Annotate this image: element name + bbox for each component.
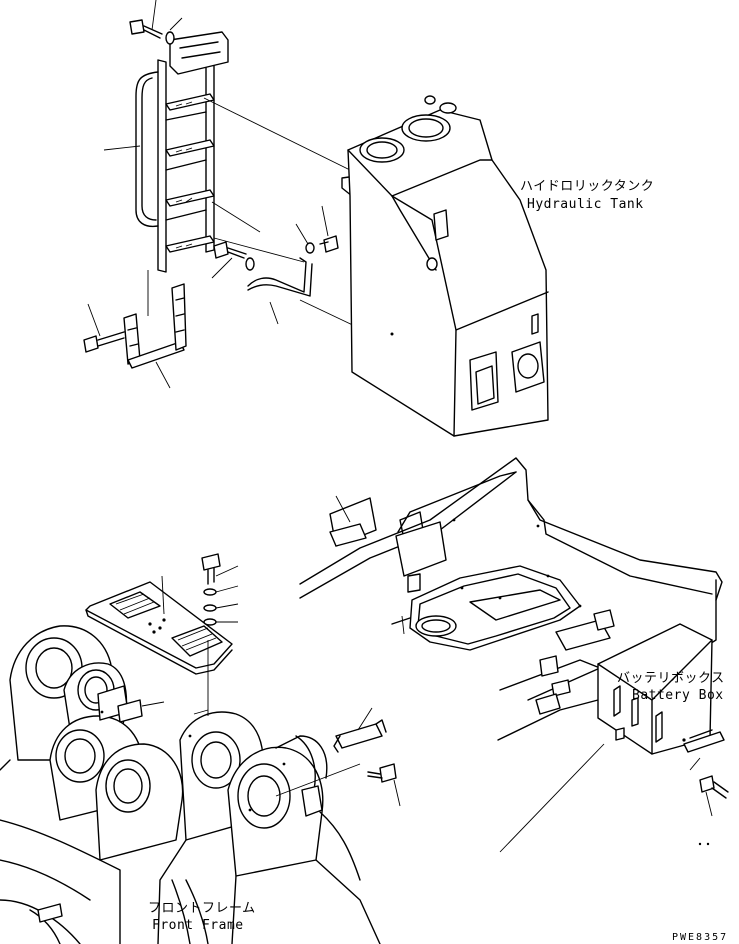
main-frame bbox=[299, 457, 723, 741]
front-frame-label-jp: フロントフレーム bbox=[148, 901, 256, 916]
leader-step-bracket bbox=[155, 361, 171, 389]
step-plate-fasteners bbox=[201, 553, 239, 626]
drawing-code: PWE8357 bbox=[672, 932, 728, 943]
front-frame bbox=[0, 625, 381, 944]
assembly-line-top bbox=[203, 97, 351, 171]
mid-bolts bbox=[211, 205, 339, 279]
front-frame-label-en: Front Frame bbox=[152, 918, 244, 933]
battery-box bbox=[499, 623, 729, 853]
tank-stay bbox=[247, 257, 313, 325]
hydraulic-tank bbox=[341, 95, 549, 437]
hydraulic-tank-label-en: Hydraulic Tank bbox=[527, 197, 644, 212]
battery-box-label-jp: バッテリボックス bbox=[617, 671, 725, 686]
step-plate bbox=[85, 575, 233, 716]
battery-box-label-en: Battery Box bbox=[632, 688, 724, 703]
step-bracket bbox=[123, 283, 187, 369]
leader-ladder bbox=[103, 145, 141, 151]
assembly-line-lower bbox=[275, 763, 361, 797]
bolt-step-bracket bbox=[83, 303, 125, 353]
ladder-bolt-top bbox=[129, 0, 183, 45]
hydraulic-tank-label-jp: ハイドロリックタンク bbox=[520, 179, 654, 194]
bolt-lower bbox=[367, 763, 401, 807]
handle-grip bbox=[333, 707, 387, 753]
ladder bbox=[135, 31, 229, 273]
